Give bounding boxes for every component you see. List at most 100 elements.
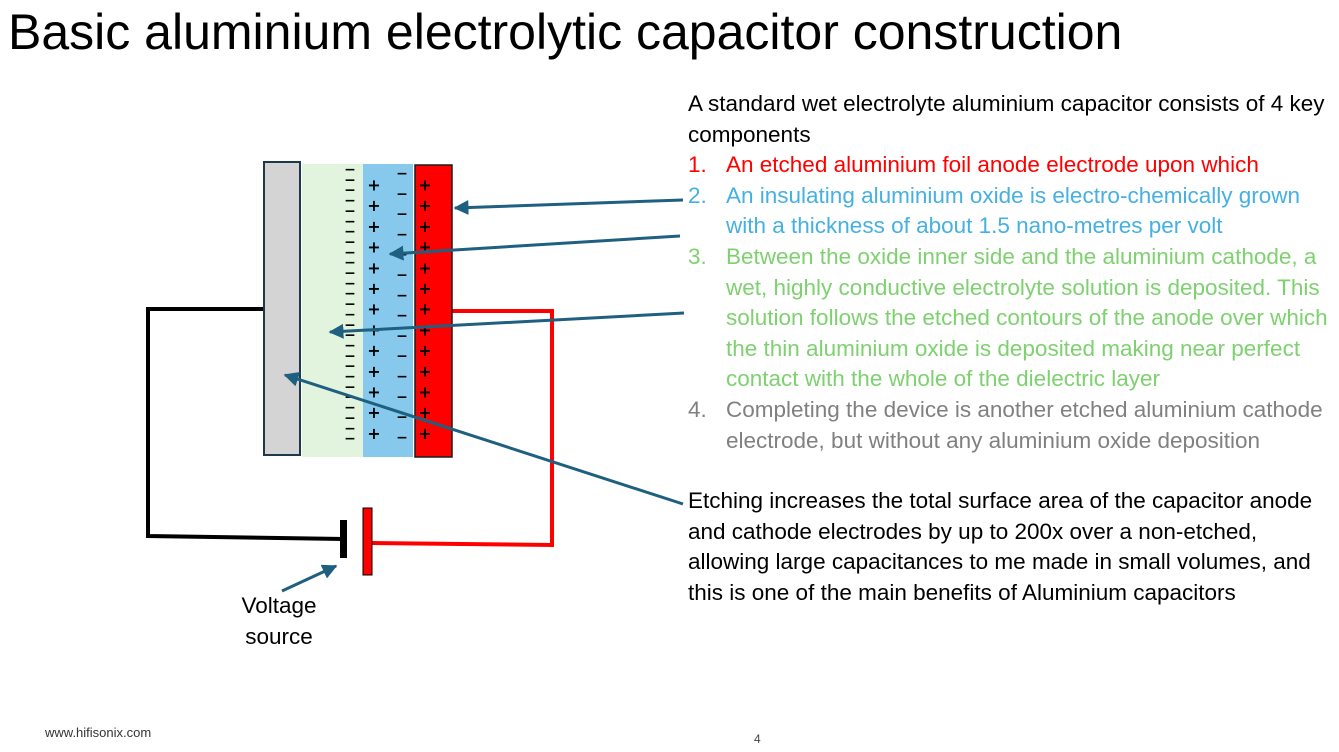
plus-sign: + (367, 300, 380, 319)
minus-sign: − (344, 172, 356, 188)
plus-sign: + (418, 176, 431, 195)
plus-sign: + (367, 238, 380, 257)
component-number: 2. (688, 182, 707, 208)
component-text: Between the oxide inner side and the alu… (726, 243, 1328, 392)
plus-sign: + (418, 238, 431, 257)
minus-sign: − (344, 338, 356, 354)
minus-sign: − (396, 288, 408, 304)
minus-sign: − (344, 255, 356, 271)
component-list: 1. An etched aluminium foil anode electro… (688, 150, 1328, 456)
minus-sign: − (396, 369, 408, 385)
arrow-to-cathode (283, 372, 684, 506)
plus-sign: + (418, 320, 431, 339)
plus-sign: + (418, 341, 431, 360)
component-number: 3. (688, 243, 707, 269)
plus-sign: + (418, 300, 431, 319)
battery-positive-plate (362, 507, 373, 576)
plus-sign: + (418, 196, 431, 215)
component-text: An etched aluminium foil anode electrode… (726, 152, 1259, 178)
minus-sign: − (344, 214, 356, 230)
plus-sign: + (367, 196, 380, 215)
minus-sign: − (344, 224, 356, 240)
negative-wire (146, 307, 345, 541)
minus-sign: − (396, 207, 408, 223)
minus-sign: − (344, 421, 356, 437)
minus-sign: − (344, 183, 356, 199)
minus-sign: − (344, 203, 356, 219)
arrow-to-battery (281, 564, 338, 593)
battery-negative-plate (340, 520, 347, 558)
component-number: 1. (688, 152, 707, 178)
minus-sign: − (344, 400, 356, 416)
slide-title: Basic aluminium electrolytic capacitor c… (8, 4, 1123, 60)
voltage-source-label: Voltage source (241, 593, 317, 649)
arrow-to-oxide (388, 234, 681, 261)
component-number: 4. (688, 396, 707, 422)
plus-sign: + (367, 383, 380, 402)
component-item: 4. Completing the device is another etche… (688, 395, 1328, 456)
minus-sign: − (344, 317, 356, 333)
component-text: An insulating aluminium oxide is electro… (726, 182, 1301, 239)
minus-sign: − (344, 193, 356, 209)
minus-sign: − (396, 227, 408, 243)
plus-sign: + (418, 424, 431, 443)
footer-url: www.hifisonix.com (45, 725, 152, 740)
minus-sign: − (396, 268, 408, 284)
minus-sign: − (396, 349, 408, 365)
component-text: Completing the device is another etched … (726, 396, 1323, 453)
minus-sign: − (344, 307, 356, 323)
minus-sign: − (396, 328, 408, 344)
plus-sign: + (367, 403, 380, 422)
anode-electrode (414, 164, 453, 458)
positive-wire (371, 309, 554, 548)
minus-sign: − (344, 245, 356, 261)
minus-sign: − (344, 410, 356, 426)
plus-sign: + (418, 258, 431, 277)
electrolyte-layer (302, 164, 363, 457)
arrow-to-electrolyte (328, 311, 685, 339)
plus-sign: + (367, 279, 380, 298)
charge-signs: ++++++++++++++++++++++++++−−−−−−−−−−−−−−… (344, 162, 432, 447)
minus-sign: − (344, 348, 356, 364)
minus-sign: − (344, 390, 356, 406)
plus-sign: + (418, 362, 431, 381)
page-number: 4 (754, 732, 761, 746)
minus-sign: − (344, 276, 356, 292)
plus-sign: + (367, 217, 380, 236)
minus-sign: − (344, 162, 356, 178)
minus-sign: − (396, 166, 408, 182)
closing-text: Etching increases the total surface area… (688, 488, 1313, 605)
minus-sign: − (344, 328, 356, 344)
cathode-electrode (263, 161, 301, 456)
plus-sign: + (367, 176, 380, 195)
minus-sign: − (344, 234, 356, 250)
minus-sign: − (344, 379, 356, 395)
minus-sign: − (396, 430, 408, 446)
plus-sign: + (367, 424, 380, 443)
plus-sign: + (418, 279, 431, 298)
minus-sign: − (344, 431, 356, 447)
minus-sign: − (344, 297, 356, 313)
minus-sign: − (344, 369, 356, 385)
plus-sign: + (418, 403, 431, 422)
minus-sign: − (344, 266, 356, 282)
plus-sign: + (367, 341, 380, 360)
component-item: 3. Between the oxide inner side and the a… (688, 242, 1328, 395)
minus-sign: − (396, 186, 408, 202)
minus-sign: − (396, 389, 408, 405)
minus-sign: − (396, 308, 408, 324)
arrow-to-anode (453, 198, 684, 216)
minus-sign: − (344, 359, 356, 375)
intro-text: A standard wet electrolyte aluminium cap… (688, 91, 1325, 147)
plus-sign: + (367, 362, 380, 381)
minus-sign: − (396, 247, 408, 263)
minus-sign: − (396, 410, 408, 426)
minus-sign: − (344, 286, 356, 302)
plus-sign: + (367, 258, 380, 277)
plus-sign: + (418, 217, 431, 236)
plus-sign: + (418, 383, 431, 402)
component-item: 2. An insulating aluminium oxide is elect… (688, 181, 1328, 242)
component-item: 1. An etched aluminium foil anode electro… (688, 150, 1328, 181)
description-panel: A standard wet electrolyte aluminium cap… (688, 89, 1328, 609)
